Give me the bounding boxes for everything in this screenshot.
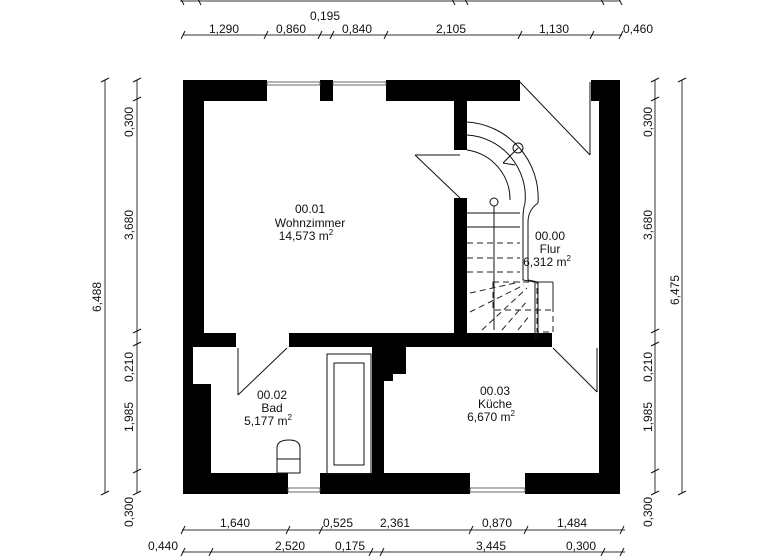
dim-left-2: 3,680 (122, 210, 136, 240)
dim-top-6: 0,460 (623, 22, 653, 36)
door-kueche-leaf (552, 347, 598, 393)
dim-left-5: 0,300 (122, 497, 136, 527)
windows (266, 81, 526, 493)
walls (183, 80, 620, 494)
right-dimension-chain-inner: 0,300 3,680 0,210 1,985 0,300 (641, 77, 660, 527)
dim-top-5: 1,130 (539, 22, 569, 36)
svg-text:Küche: Küche (478, 397, 512, 411)
dim-bottom-3: 2,361 (380, 516, 410, 530)
window-bottom-bad (287, 487, 321, 493)
dim-right-4: 1,985 (641, 402, 655, 432)
svg-text:00.00: 00.00 (535, 229, 565, 243)
door-bad-leaf (237, 347, 288, 396)
dim-bottom-lower-5: 0,300 (566, 539, 596, 553)
svg-text:Flur: Flur (540, 242, 561, 256)
svg-text:6,312 m2: 6,312 m2 (523, 254, 571, 269)
dim-right-1: 0,300 (641, 107, 655, 137)
right-dimension-chain-outer: 6,475 (668, 77, 687, 496)
top-dimension-chain-upper: 0,195 (180, 0, 623, 23)
dim-bottom-lower-3: 0,175 (335, 539, 365, 553)
fixtures (276, 353, 372, 475)
staircase (466, 121, 554, 340)
door-entrance-leaf (519, 81, 591, 156)
svg-text:00.02: 00.02 (257, 388, 287, 402)
bathtub-inner (333, 362, 365, 466)
room-label-flur: 00.00 Flur 6,312 m2 (523, 229, 571, 269)
doors (237, 81, 598, 396)
dim-bottom-1: 1,640 (220, 516, 250, 530)
svg-text:Wohnzimmer: Wohnzimmer (275, 216, 345, 230)
room-label-bad: 00.02 Bad 5,177 m2 (244, 388, 292, 428)
dim-bottom-lower-1: 0,440 (148, 539, 178, 553)
svg-text:Bad: Bad (261, 401, 282, 415)
dim-top-1: 1,290 (209, 22, 239, 36)
dim-top-0195: 0,195 (310, 9, 340, 23)
dim-bottom-5: 1,484 (557, 516, 587, 530)
window-top-2 (332, 81, 387, 86)
svg-text:5,177 m2: 5,177 m2 (244, 413, 292, 428)
dim-right-2: 3,680 (641, 210, 655, 240)
dim-bottom-lower-2: 2,520 (275, 539, 305, 553)
svg-text:6,670 m2: 6,670 m2 (467, 409, 515, 424)
dim-bottom-4: 0,870 (482, 516, 512, 530)
room-label-wohnzimmer: 00.01 Wohnzimmer 14,573 m2 (275, 202, 345, 243)
dim-right-3: 0,210 (641, 352, 655, 382)
dim-top-2: 0,860 (276, 22, 306, 36)
dim-left-total: 6,488 (90, 282, 104, 312)
toilet-icon (276, 439, 301, 460)
window-top-1 (266, 81, 321, 86)
dim-right-5: 0,300 (641, 497, 655, 527)
dim-right-total: 6,475 (668, 275, 682, 305)
dim-left-3: 0,210 (122, 352, 136, 382)
dim-top-4: 2,105 (436, 22, 466, 36)
left-dimension-chain-inner: 0,300 3,680 0,210 1,985 0,300 (122, 77, 142, 527)
dim-bottom-lower-4: 3,445 (476, 539, 506, 553)
top-dimension-chain: 1,290 0,860 0,840 2,105 1,130 0,460 (180, 22, 653, 40)
dim-bottom-2: 0,525 (323, 516, 353, 530)
bottom-dimension-chain-lower: 0,440 2,520 0,175 3,445 0,300 (148, 539, 625, 557)
door-wohnzimmer-leaf (414, 154, 461, 199)
svg-text:00.03: 00.03 (480, 384, 510, 398)
svg-text:00.01: 00.01 (295, 202, 325, 216)
dim-left-4: 1,985 (122, 402, 136, 432)
window-bottom-kueche (469, 487, 526, 493)
dim-left-1: 0,300 (122, 107, 136, 137)
bathtub-outer (326, 353, 372, 475)
bottom-dimension-chain-upper: 1,640 0,525 2,361 0,870 1,484 (180, 516, 625, 535)
room-label-kueche: 00.03 Küche 6,670 m2 (467, 384, 515, 424)
dim-top-3: 0,840 (342, 22, 372, 36)
left-dimension-chain-outer: 6,488 (90, 77, 110, 496)
svg-text:14,573 m2: 14,573 m2 (279, 228, 334, 243)
